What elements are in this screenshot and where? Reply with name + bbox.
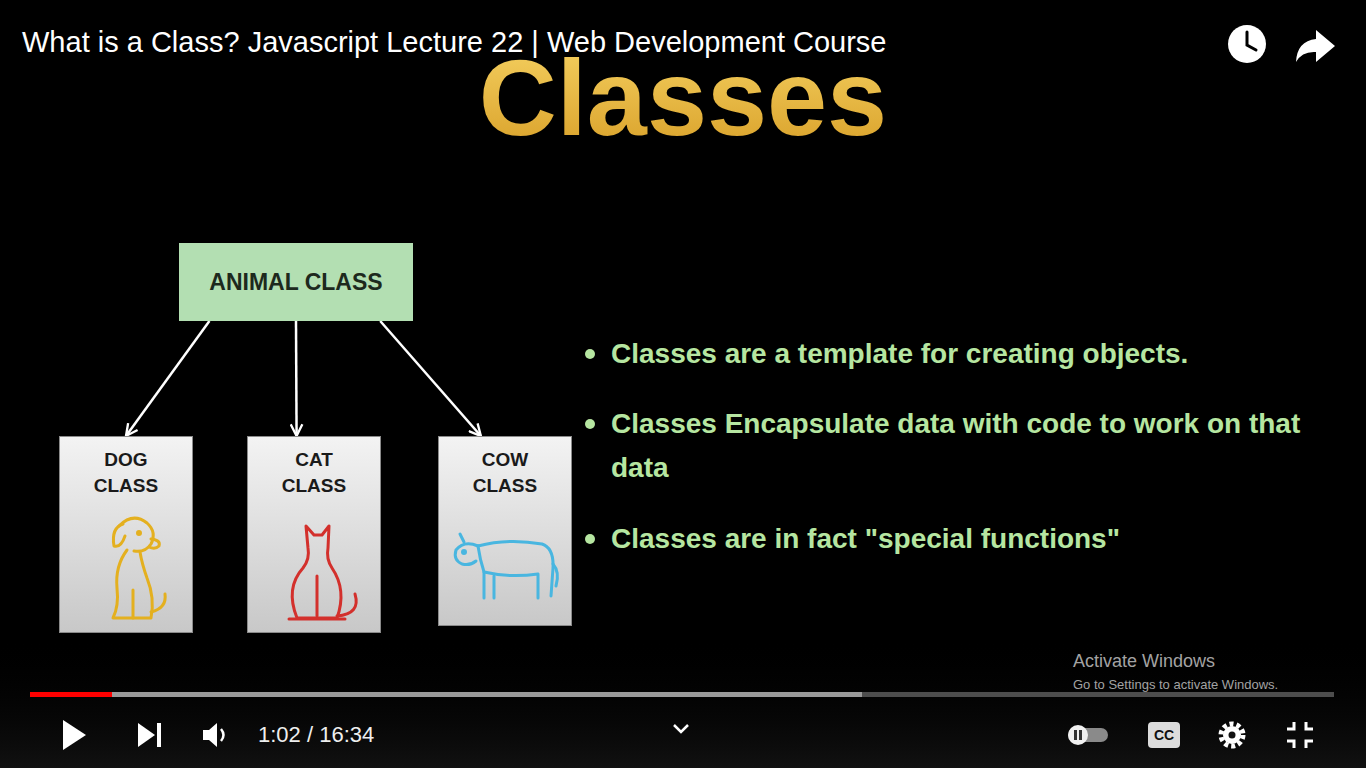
settings-teeth xyxy=(1221,724,1243,746)
volume-icon xyxy=(203,723,217,747)
time-display: 1:02 / 16:34 xyxy=(258,722,374,748)
video-title: What is a Class? Javascript Lecture 22 |… xyxy=(22,26,887,59)
bullet-dot xyxy=(585,534,595,544)
label-slot: Classes are a template for creating obje… xyxy=(611,332,1356,376)
caption-button-text: CC xyxy=(1148,722,1180,748)
watermark-text: Activate Windows xyxy=(1073,651,1215,672)
label-slot: CC xyxy=(1148,722,1180,748)
cat-illustration xyxy=(265,506,365,626)
class-label: DOG CLASS xyxy=(87,447,165,499)
bullet-text: Classes are in fact "special functions" xyxy=(611,517,1356,561)
exit-fullscreen-icon xyxy=(1287,722,1313,748)
bullet-dot xyxy=(585,349,595,359)
toggle-knob xyxy=(1068,725,1088,745)
slide-heading: Classes xyxy=(383,44,983,152)
progress-played xyxy=(30,692,112,697)
pause-bar xyxy=(1074,730,1077,740)
heading-slot: Classes xyxy=(383,44,983,152)
class-label: ANIMAL CLASS xyxy=(209,269,382,296)
watch-later-icon xyxy=(1228,25,1266,63)
label-slot: Go to Settings to activate Windows. xyxy=(1073,677,1278,692)
cow-illustration xyxy=(450,524,562,608)
progress-buffer xyxy=(30,692,862,697)
inheritance-arrow xyxy=(380,321,481,436)
progress-track xyxy=(30,692,1334,697)
clock-hands xyxy=(1247,32,1256,50)
bullet-dot xyxy=(585,419,595,429)
bullet-text: Classes Encapsulate data with code to wo… xyxy=(611,402,1316,490)
label-slot: Classes Encapsulate data with code to wo… xyxy=(611,402,1316,490)
control-shade xyxy=(0,640,1366,768)
next-bar xyxy=(157,723,161,747)
child-class-box: COW CLASS xyxy=(438,436,572,626)
volume-wave xyxy=(221,729,224,741)
watermark-text: Go to Settings to activate Windows. xyxy=(1073,677,1278,692)
settings-hole xyxy=(1229,732,1236,739)
label-slot: 1:02 / 16:34 xyxy=(258,722,374,748)
cc-box xyxy=(1148,722,1180,748)
child-class-box: DOG CLASS xyxy=(59,436,193,633)
class-label: CAT CLASS xyxy=(275,447,353,499)
class-label: COW CLASS xyxy=(466,447,544,499)
bullet-text: Classes are a template for creating obje… xyxy=(611,332,1356,376)
child-class-box: CAT CLASS xyxy=(247,436,381,633)
play-icon xyxy=(63,720,86,750)
pause-bar xyxy=(1079,730,1082,740)
dog-illustration xyxy=(77,506,177,626)
next-icon xyxy=(138,723,155,747)
parent-class-box: ANIMAL CLASS xyxy=(179,243,413,321)
share-icon xyxy=(1296,30,1335,62)
label-slot: Classes are in fact "special functions" xyxy=(611,517,1356,561)
chevron-icon xyxy=(674,725,688,732)
label-slot: Activate Windows xyxy=(1073,651,1215,672)
inheritance-arrow xyxy=(295,321,298,436)
label-slot: What is a Class? Javascript Lecture 22 |… xyxy=(22,26,887,59)
settings-icon xyxy=(1223,726,1241,744)
inheritance-arrow xyxy=(126,321,209,436)
